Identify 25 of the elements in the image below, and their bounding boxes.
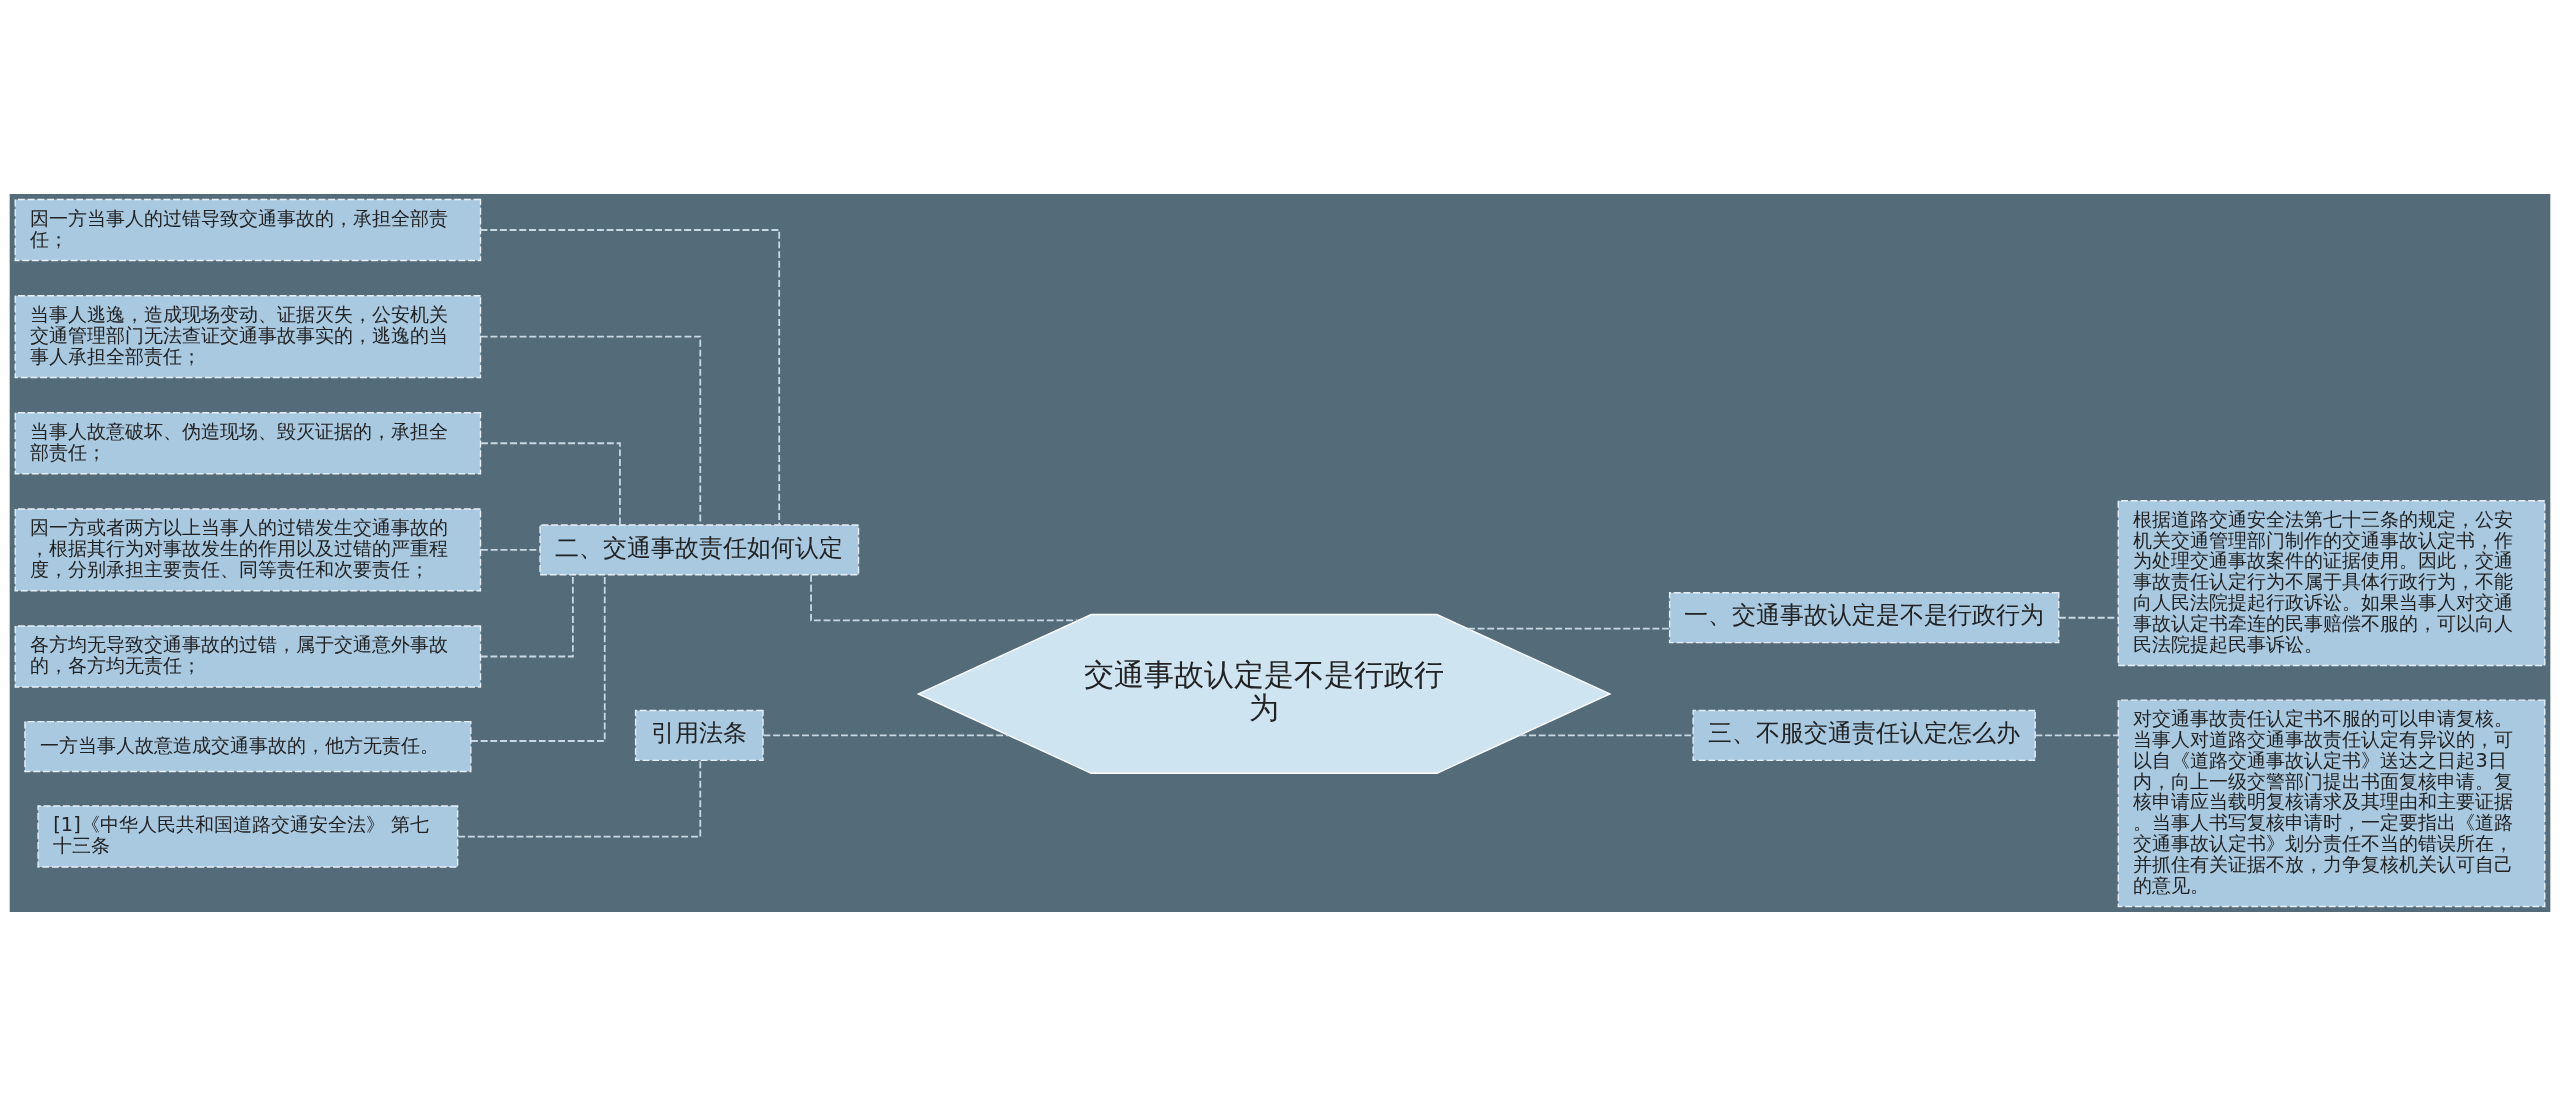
connector xyxy=(2058,616,2120,619)
node-box: 当事人故意破坏、伪造现场、毁灭证据的，承担全部责任； xyxy=(14,412,482,475)
connector xyxy=(810,574,1079,622)
node-box: 一方当事人故意造成交通事故的，他方无责任。 xyxy=(24,720,472,773)
connector xyxy=(457,759,702,838)
node-box: 各方均无导致交通事故的过错，属于交通意外事故的，各方均无责任； xyxy=(14,625,482,688)
node-box: 二、交通事故责任如何认定 xyxy=(539,524,860,576)
node-box: 引用法条 xyxy=(634,709,764,762)
node-box: [1]《中华人民共和国道路交通安全法》 第七十三条 xyxy=(37,805,459,868)
node-box: 根据道路交通安全法第七十三条的规定，公安机关交通管理部门制作的交通事故认定书，作为处理交通事故案件的证据使用。因此，交通事故责任认定行为不属于具体行政行为，不能向人民法院提起行政诉讼。如果当事人对交通事故认定书牵连的民事赔偿不服的，可以向人民法院提起民事诉讼。 xyxy=(2117,500,2546,667)
connector xyxy=(762,734,1010,737)
connector xyxy=(479,335,702,526)
connector xyxy=(2034,734,2119,737)
connector xyxy=(479,442,621,526)
node-box: 当事人逃逸，造成现场变动、证据灭失，公安机关交通管理部门无法查证交通事故事实的，逃逸的当事人承担全部责任； xyxy=(14,295,482,379)
node-box: 因一方当事人的过错导致交通事故的，承担全部责任； xyxy=(14,198,482,262)
node-box: 一、交通事故认定是不是行政行为 xyxy=(1668,592,2060,644)
node-box: 三、不服交通责任认定怎么办 xyxy=(1692,709,2036,762)
node-box: 对交通事故责任认定书不服的可以申请复核。当事人对道路交通事故责任认定有异议的，可以自《道路交通事故认定书》送达之日起3日内，向上一级交警部门提出书面复核申请。复核申请应当载明复核请求及其理由和主要证据。当事人书写复核申请时，一定要指出《道路交通事故认定书》划分责任不当的错误所在，并抓住有关证据不放，力争复核机关认可自己的意见。 xyxy=(2117,699,2546,908)
connector xyxy=(1518,734,1694,737)
connector xyxy=(479,229,781,526)
connector xyxy=(479,549,541,551)
connector xyxy=(479,574,574,658)
connector xyxy=(1467,627,1671,630)
node-box: 因一方或者两方以上当事人的过错发生交通事故的，根据其行为对事故发生的作用以及过错的严重程度，分别承担主要责任、同等责任和次要责任； xyxy=(14,508,482,592)
